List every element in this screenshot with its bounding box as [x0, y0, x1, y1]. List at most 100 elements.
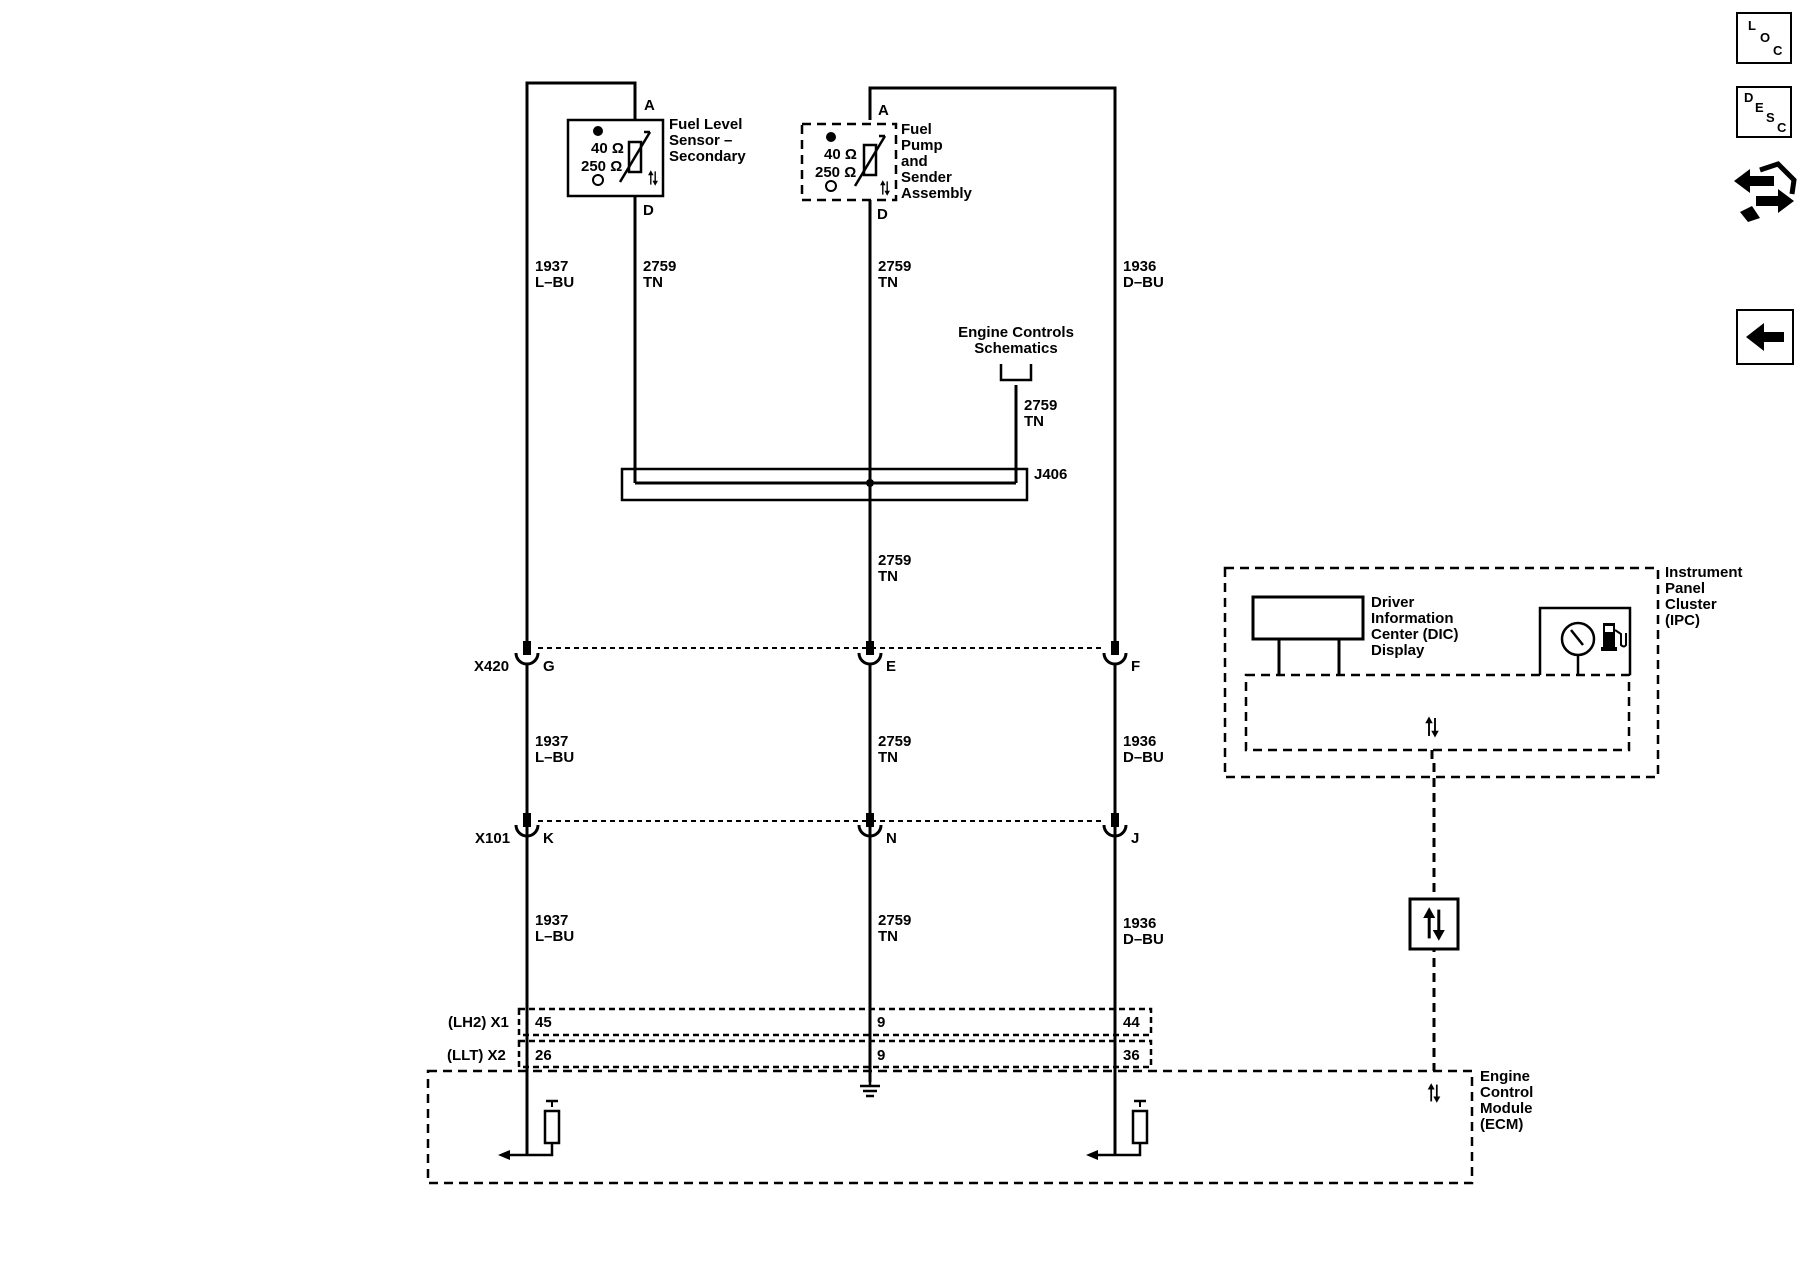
wire-2759-color-c: TN: [1024, 413, 1044, 430]
wire-1937-circuit-c: 1937: [535, 912, 568, 929]
wire-labels: 1937 L–BU 2759 TN 2759 TN 1936 D–BU 2759…: [535, 258, 1164, 948]
x420-label: X420: [474, 658, 509, 675]
splice-pack-j406: J406: [620, 466, 1067, 502]
desc-letter-d: D: [1744, 90, 1754, 105]
sensor-resistance-low: 250 Ω: [581, 158, 622, 175]
wire-1937: [525, 81, 637, 643]
left-arrow-icon: [1746, 323, 1784, 351]
wire-2759-circuit-a: 2759: [643, 258, 676, 275]
service-arrows-wrench-icon[interactable]: [1730, 160, 1798, 226]
loc-letter-o: O: [1760, 30, 1771, 45]
dic-label-4: Display: [1371, 642, 1425, 659]
wire-2759-color-e: TN: [878, 749, 898, 766]
wire-1936: [868, 86, 1117, 643]
back-button[interactable]: [1736, 309, 1794, 365]
loc-button[interactable]: L O C: [1736, 12, 1792, 64]
wire-2759-circuit-e: 2759: [878, 733, 911, 750]
wire-1936-color-a: D–BU: [1123, 274, 1164, 291]
fuel-level-sensor-label-3: Secondary: [669, 148, 746, 165]
x2-pin-36: 36: [1123, 1047, 1140, 1064]
wire-1937-color-a: L–BU: [535, 274, 574, 291]
wire-2759-color-d: TN: [878, 568, 898, 585]
pump-resistance-high: 40 Ω: [824, 146, 857, 163]
desc-letter-e: E: [1755, 100, 1764, 115]
wire-2759-color-a: TN: [643, 274, 663, 291]
engine-controls-label-1: Engine Controls: [958, 324, 1074, 341]
connector-x101: X101 K N J: [475, 811, 1139, 847]
serial-data-link: [1408, 750, 1460, 1071]
dic-label-3: Center (DIC): [1371, 626, 1459, 643]
wire-1936-circuit-c: 1936: [1123, 915, 1156, 932]
engine-control-module: Engine Control Module (ECM): [426, 1068, 1533, 1185]
fuel-level-sensor-label-1: Fuel Level: [669, 116, 742, 133]
x101-pin-n: N: [886, 830, 897, 847]
wire-1937-circuit-b: 1937: [535, 733, 568, 750]
ground-symbol: [860, 1082, 880, 1098]
x2-pin-9: 9: [877, 1047, 885, 1064]
connector-x420: X420 G E F: [474, 639, 1140, 675]
desc-button[interactable]: D E S C: [1736, 86, 1792, 138]
wire-1937-color-b: L–BU: [535, 749, 574, 766]
x1-pin-45: 45: [535, 1014, 552, 1031]
ecm-label-1: Engine: [1480, 1068, 1530, 1085]
engine-controls-schematics-ref: Engine Controls Schematics: [958, 324, 1074, 382]
wire-1936-color-c: D–BU: [1123, 931, 1164, 948]
x101-pin-k: K: [543, 830, 554, 847]
ipc-label-3: Cluster: [1665, 596, 1717, 613]
wire-2759-circuit-b: 2759: [878, 258, 911, 275]
pump-pin-d: D: [877, 206, 888, 223]
fuel-pump-label-2: Pump: [901, 137, 943, 154]
x2-label: (LLT) X2: [447, 1047, 506, 1064]
desc-letter-s: S: [1766, 110, 1775, 125]
desc-letter-c: C: [1777, 120, 1787, 135]
fuel-pump-label-5: Assembly: [901, 185, 973, 202]
sensor-pin-d: D: [643, 202, 654, 219]
ipc-label-4: (IPC): [1665, 612, 1700, 629]
x420-pin-e: E: [886, 658, 896, 675]
instrument-panel-cluster: Driver Information Center (DIC) Display …: [1223, 564, 1743, 779]
x420-pin-g: G: [543, 658, 555, 675]
ipc-label-2: Panel: [1665, 580, 1705, 597]
fuel-pump-icon: [1601, 623, 1627, 651]
wire-2759-color-b: TN: [878, 274, 898, 291]
wire-2759-circuit-c: 2759: [1024, 397, 1057, 414]
wire-2759-circuit-f: 2759: [878, 912, 911, 929]
ecm-connectors: (LH2) X1 45 9 44 (LLT) X2 26 9 36: [447, 1007, 1153, 1069]
ipc-label-1: Instrument: [1665, 564, 1743, 581]
x101-pin-j: J: [1131, 830, 1139, 847]
dic-label-2: Information: [1371, 610, 1454, 627]
fuel-pump-label-4: Sender: [901, 169, 952, 186]
loc-letter-c: C: [1773, 43, 1783, 58]
fuel-level-sensor-secondary: 40 Ω 250 Ω A D Fuel Level Sensor – Secon…: [566, 97, 746, 219]
wire-1937-color-c: L–BU: [535, 928, 574, 945]
pump-pin-a: A: [878, 102, 889, 119]
x420-pin-f: F: [1131, 658, 1140, 675]
x2-pin-26: 26: [535, 1047, 552, 1064]
x1-pin-9: 9: [877, 1014, 885, 1031]
sensor-resistance-high: 40 Ω: [591, 140, 624, 157]
sensor-pin-a: A: [644, 97, 655, 114]
fuel-pump-label-1: Fuel: [901, 121, 932, 138]
x101-label: X101: [475, 830, 510, 847]
x1-pin-44: 44: [1123, 1014, 1140, 1031]
x1-label: (LH2) X1: [448, 1014, 509, 1031]
wire-1936-circuit-a: 1936: [1123, 258, 1156, 275]
wire-1937-circuit-a: 1937: [535, 258, 568, 275]
fuel-pump-sender-assembly: 40 Ω 250 Ω A D Fuel Pump and Sender Asse…: [800, 102, 973, 223]
dic-label-1: Driver: [1371, 594, 1415, 611]
wires: [525, 81, 1117, 1155]
wire-2759-circuit-d: 2759: [878, 552, 911, 569]
splice-label: J406: [1034, 466, 1067, 483]
ecm-label-3: Module: [1480, 1100, 1533, 1117]
wire-1936-circuit-b: 1936: [1123, 733, 1156, 750]
pump-resistance-low: 250 Ω: [815, 164, 856, 181]
fuel-level-sensor-label-2: Sensor –: [669, 132, 732, 149]
ecm-label-4: (ECM): [1480, 1116, 1523, 1133]
engine-controls-label-2: Schematics: [974, 340, 1057, 357]
wire-1936-color-b: D–BU: [1123, 749, 1164, 766]
ecm-label-2: Control: [1480, 1084, 1533, 1101]
loc-letter-l: L: [1748, 18, 1756, 33]
fuel-pump-label-3: and: [901, 153, 928, 170]
wire-2759-color-f: TN: [878, 928, 898, 945]
